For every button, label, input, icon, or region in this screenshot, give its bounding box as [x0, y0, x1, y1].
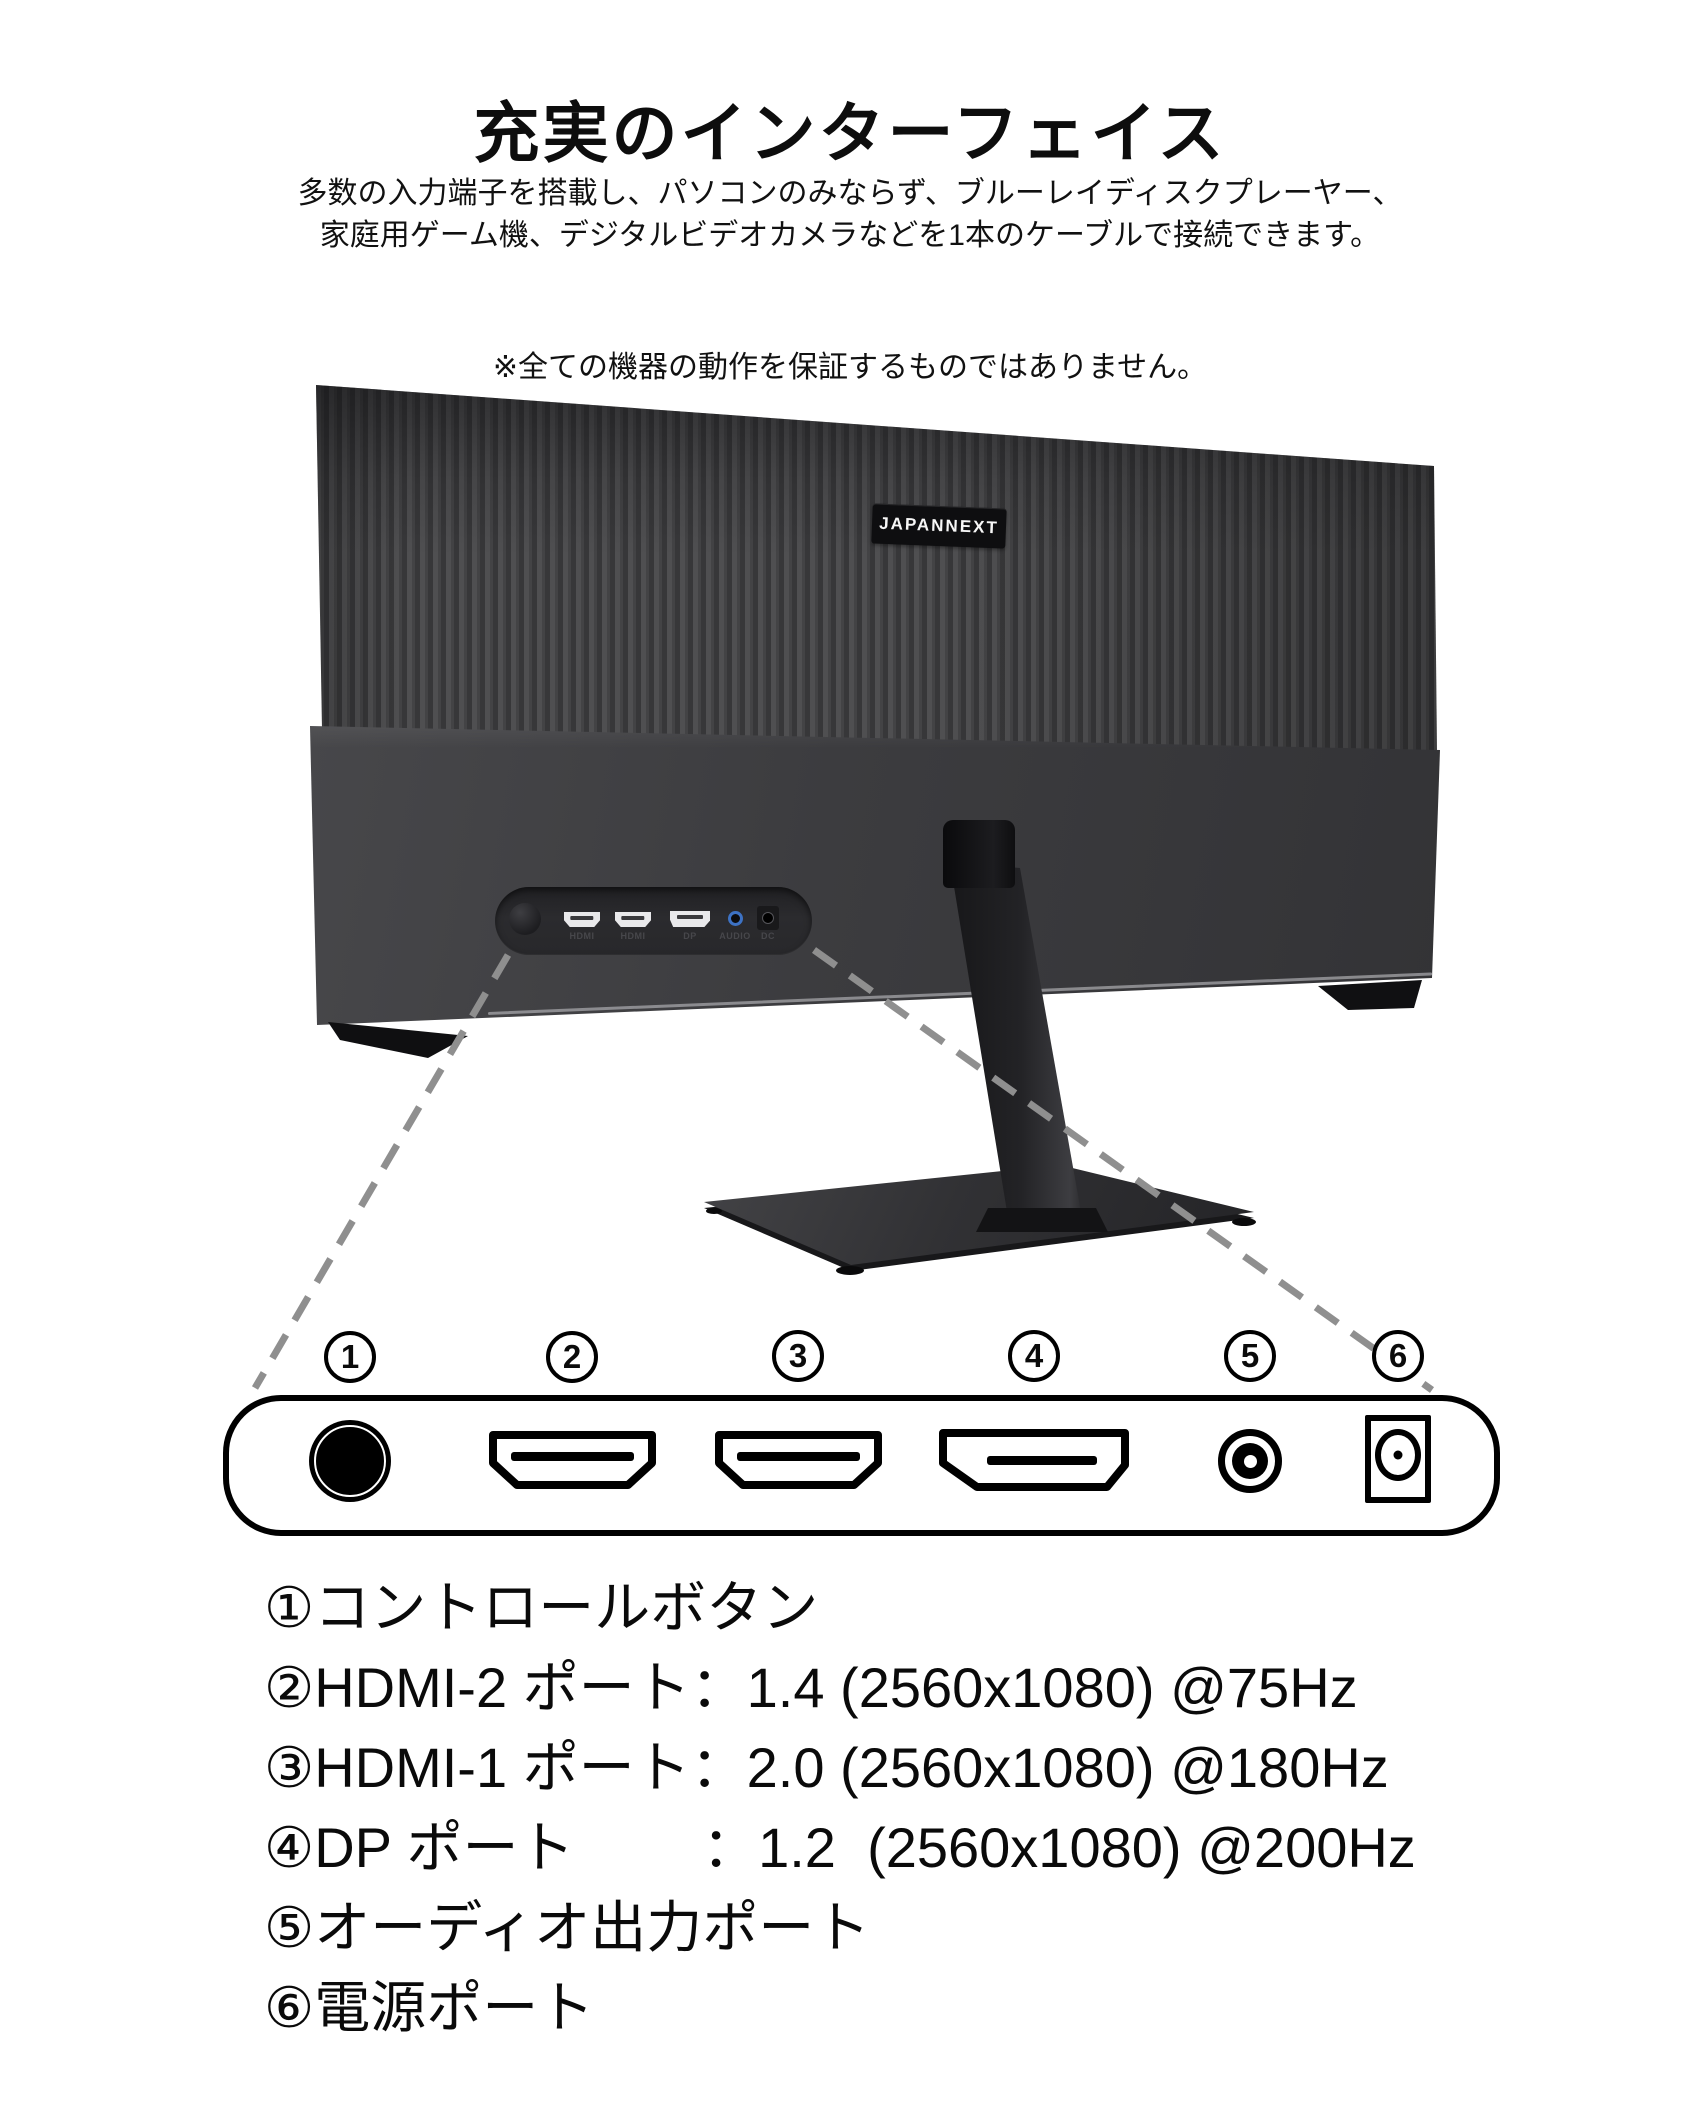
port-label-hdmi: HDMI: [569, 931, 595, 941]
audio-ring: [1232, 1443, 1268, 1479]
diagram-number-4: 4: [1008, 1330, 1060, 1382]
dc-hole: [762, 912, 774, 924]
page-title: 充実のインターフェイス: [473, 96, 1227, 171]
diagram-number-5-label: 5: [1240, 1337, 1260, 1374]
diagram-number-1: 1: [324, 1331, 376, 1383]
dp-port-icon: [939, 1429, 1129, 1491]
stand-arm-foot: [976, 1208, 1108, 1232]
description-line-2: 家庭用ゲーム機、デジタルビデオカメラなどを1本のケーブルで接続できます。: [319, 219, 1381, 252]
spec-power: ⑥電源ポート: [264, 1975, 595, 2039]
diagram-number-4-label: 4: [1024, 1337, 1044, 1374]
dc-jack-small: [757, 906, 779, 930]
diagram-number-6: 6: [1372, 1330, 1424, 1382]
control-button-small: [509, 903, 541, 935]
spec-dp: ④DP ポート ：1.2 (2560x1080) @200Hz: [264, 1815, 1416, 1879]
diagram-number-3-label: 3: [788, 1337, 808, 1374]
spec-hdmi-1: ③HDMI-1 ポート：2.0 (2560x1080) @180Hz: [264, 1735, 1389, 1799]
audio-hole: [1243, 1454, 1257, 1468]
diagram-number-6-label: 6: [1388, 1337, 1408, 1374]
diagram-number-5: 5: [1224, 1330, 1276, 1382]
port-spec-list: ①コントロールボタン ②HDMI-2 ポート：1.4 (2560x1080) @…: [264, 1563, 1416, 2043]
hdmi-2-port-icon: [489, 1431, 656, 1489]
hdmi-1-port-icon: [715, 1431, 882, 1489]
stand-base-foot: [1232, 1218, 1256, 1226]
diagram-number-1-label: 1: [340, 1338, 360, 1375]
port-label-hdmi: HDMI: [620, 931, 646, 941]
diagram-number-2: 2: [546, 1331, 598, 1383]
dp-connector-small: [670, 911, 710, 927]
port-label-dp: DP: [683, 931, 697, 941]
audio-jack-small: [728, 911, 743, 926]
disclaimer-note: ※全ての機器の動作を保証するものではありません。: [492, 351, 1208, 384]
monitor-port-recess: HDMI HDMI DP AUDIO DC: [495, 887, 812, 955]
stand-base-foot: [836, 1266, 864, 1275]
control-button-icon: [309, 1420, 391, 1502]
stand-mount-hook: [943, 820, 1015, 888]
dc-barrel: [1375, 1429, 1421, 1481]
spec-hdmi-2: ②HDMI-2 ポート：1.4 (2560x1080) @75Hz: [264, 1655, 1358, 1719]
diagram-number-3: 3: [772, 1330, 824, 1382]
hdmi-slot: [570, 916, 594, 920]
callout-dashed-line-right: [811, 947, 1435, 1393]
hdmi-connector-small: [564, 912, 600, 927]
hdmi-slot: [621, 916, 645, 920]
description-line-1: 多数の入力端子を搭載し、パソコンのみならず、ブルーレイディスクプレーヤー、: [297, 177, 1403, 210]
dc-power-port-icon: [1365, 1415, 1431, 1503]
control-button-ring: [314, 1425, 386, 1497]
stand-base-foot: [706, 1208, 722, 1214]
spec-control-button: ①コントロールボタン: [264, 1575, 819, 1639]
dc-pin: [1393, 1450, 1403, 1460]
audio-out-port-icon: [1218, 1429, 1282, 1493]
callout-dashed-line-left: [251, 953, 512, 1390]
spec-audio-out: ⑤オーディオ出力ポート: [264, 1895, 871, 1959]
port-label-dc: DC: [761, 931, 775, 941]
dp-slot: [677, 915, 703, 919]
hdmi-connector-small: [615, 912, 651, 927]
port-label-audio: AUDIO: [719, 931, 751, 941]
diagram-number-2-label: 2: [562, 1338, 582, 1375]
